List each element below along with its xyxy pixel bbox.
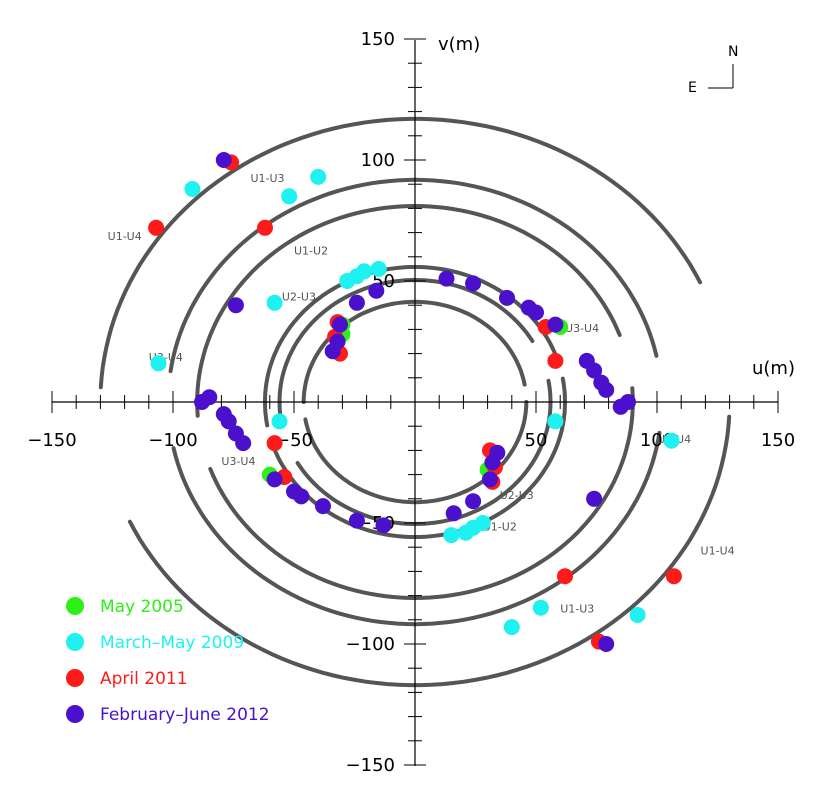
baseline-labels: U1-U2U2-U3U1-U3U1-U4U3-U4U3-U4U3-U4U1-U4… — [108, 172, 735, 616]
data-point-series-3 — [215, 152, 232, 168]
baseline-track — [168, 177, 659, 374]
data-point-series-2 — [547, 352, 564, 369]
data-point-series-3 — [586, 362, 603, 379]
data-points — [148, 152, 682, 652]
x-tick-label: −150 — [27, 430, 76, 451]
x-tick-label: 150 — [761, 430, 795, 451]
baseline-track — [301, 299, 527, 404]
legend-label: February–June 2012 — [100, 705, 270, 725]
baseline-track — [127, 414, 732, 688]
data-point-series-2 — [266, 435, 283, 452]
data-point-series-3 — [375, 517, 392, 534]
data-point-series-3 — [482, 471, 498, 488]
data-point-series-2 — [257, 219, 273, 236]
baseline-label: U1-U3 — [250, 172, 284, 185]
y-tick-label: −150 — [346, 755, 395, 776]
data-point-series-2 — [665, 568, 682, 585]
y-tick-label: −100 — [346, 634, 395, 655]
legend-label: May 2005 — [100, 597, 184, 617]
baseline-track — [195, 203, 622, 418]
compass: N E — [688, 44, 738, 96]
x-axis-title: u(m) — [752, 358, 795, 379]
data-point-series-3 — [598, 381, 615, 398]
x-tick-label: 50 — [525, 430, 548, 451]
baseline-label: U1-U2 — [294, 244, 328, 257]
compass-east-label: E — [688, 80, 697, 96]
baseline-track — [98, 116, 703, 390]
data-point-series-3 — [465, 275, 482, 292]
baseline-label: U3-U4 — [221, 455, 255, 468]
baseline-label: U1-U4 — [108, 230, 142, 243]
legend-marker — [66, 633, 84, 651]
data-point-series-1 — [281, 188, 298, 205]
data-point-series-1 — [370, 260, 387, 277]
data-point-series-3 — [332, 316, 348, 333]
data-point-series-1 — [663, 432, 680, 449]
data-point-series-3 — [445, 505, 462, 522]
baseline-label: U2-U3 — [282, 290, 316, 303]
data-point-series-3 — [598, 636, 615, 652]
data-point-series-3 — [368, 282, 385, 299]
legend-label: March–May 2009 — [100, 633, 244, 653]
data-point-series-3 — [227, 425, 244, 442]
data-point-series-3 — [547, 316, 564, 333]
data-point-series-1 — [503, 619, 520, 636]
legend-label: April 2011 — [100, 669, 188, 689]
baseline-label: U1-U2 — [483, 520, 517, 533]
data-point-series-1 — [266, 294, 283, 311]
baseline-tracks — [98, 116, 732, 688]
data-point-series-2 — [148, 219, 165, 236]
data-point-series-1 — [474, 515, 491, 531]
x-tick-label: −50 — [275, 430, 313, 451]
legend-marker — [66, 669, 84, 687]
y-tick-label: 100 — [361, 150, 395, 171]
data-point-series-3 — [227, 297, 244, 314]
baseline-track — [303, 400, 529, 505]
data-point-series-1 — [629, 607, 646, 623]
data-point-series-3 — [348, 294, 365, 311]
legend-marker — [66, 705, 84, 723]
data-point-series-3 — [499, 289, 515, 306]
data-point-series-1 — [532, 599, 549, 616]
axes — [52, 40, 778, 766]
baseline-label: U1-U3 — [560, 603, 594, 616]
baseline-label: U1-U4 — [701, 544, 735, 557]
data-point-series-1 — [339, 273, 356, 289]
data-point-series-1 — [150, 355, 167, 372]
data-point-series-1 — [184, 181, 201, 197]
data-point-series-1 — [310, 168, 327, 185]
data-point-series-3 — [348, 512, 365, 529]
data-point-series-3 — [465, 493, 482, 510]
legend-marker — [66, 597, 84, 615]
data-point-series-3 — [324, 343, 341, 360]
data-point-series-3 — [266, 471, 283, 488]
x-tick-label: −100 — [148, 430, 197, 451]
data-point-series-3 — [286, 483, 302, 500]
data-point-series-3 — [586, 490, 603, 507]
baseline-label: U2-U3 — [500, 489, 534, 502]
baseline-track — [171, 430, 662, 627]
y-tick-label: 150 — [361, 29, 395, 50]
compass-north-label: N — [728, 44, 738, 60]
data-point-series-3 — [438, 270, 455, 287]
data-point-series-3 — [315, 498, 331, 515]
data-point-series-1 — [443, 527, 460, 544]
data-point-series-1 — [547, 413, 564, 430]
data-point-series-2 — [557, 568, 573, 585]
baseline-track — [277, 277, 535, 426]
data-point-series-3 — [612, 398, 629, 415]
data-point-series-3 — [489, 444, 506, 461]
data-point-series-3 — [215, 406, 232, 423]
y-axis-title: v(m) — [438, 34, 480, 55]
baseline-track — [208, 386, 635, 601]
baseline-track — [295, 378, 553, 527]
data-point-series-3 — [528, 304, 544, 321]
data-point-series-3 — [201, 389, 218, 406]
baseline-label: U3-U4 — [565, 322, 599, 335]
data-point-series-1 — [271, 413, 288, 430]
